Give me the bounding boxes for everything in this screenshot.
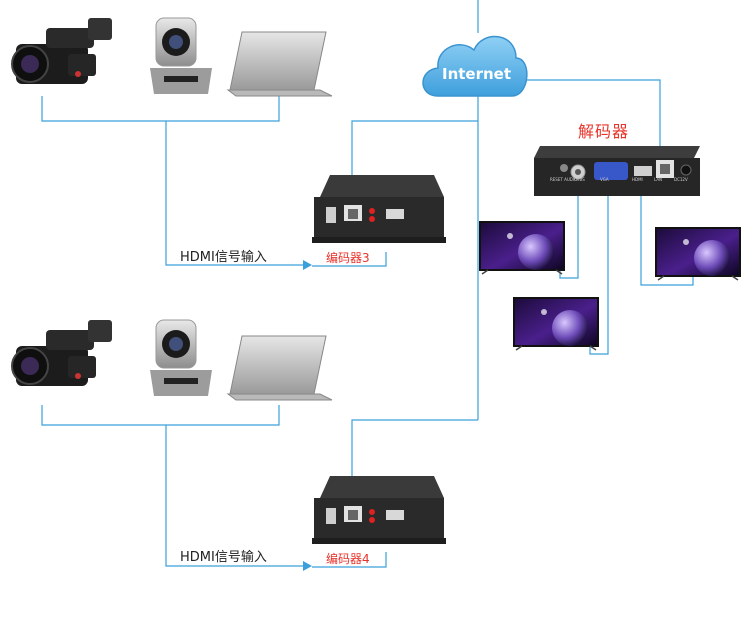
decoder-port-label: RESET AUDIO [550,177,577,182]
encoder-3-label: 编码器3 [326,251,370,265]
hdmi-input-label-1: HDMI信号输入 [180,250,267,265]
ptz-camera-1 [150,17,212,94]
internet-label: Internet [442,65,512,83]
internet-cloud [422,35,528,97]
decoder-title: 解码器 [578,122,630,141]
decoder-port-label: VGA [600,177,609,182]
ptz-camera-2 [150,319,212,396]
display-3 [655,227,741,281]
laptop-1 [226,31,333,97]
encoder-3-device [312,175,446,243]
display-1 [479,221,565,275]
hdmi-input-label-2: HDMI信号输入 [180,550,267,565]
camcorder-2 [11,320,112,386]
encoder-4-label: 编码器4 [326,552,370,566]
decoder-device [534,146,700,196]
decoder-port-label: CVBS [574,177,585,182]
display-2 [513,297,599,351]
arrowheads [303,260,312,571]
encoder-4-device [312,476,446,544]
decoder-port-label: DC12V [674,177,688,182]
decoder-port-label: LAN [654,177,662,182]
decoder-port-label: HDMI [632,177,643,182]
connection-lines [41,0,694,568]
camcorder-1 [11,18,112,84]
laptop-2 [226,335,333,401]
